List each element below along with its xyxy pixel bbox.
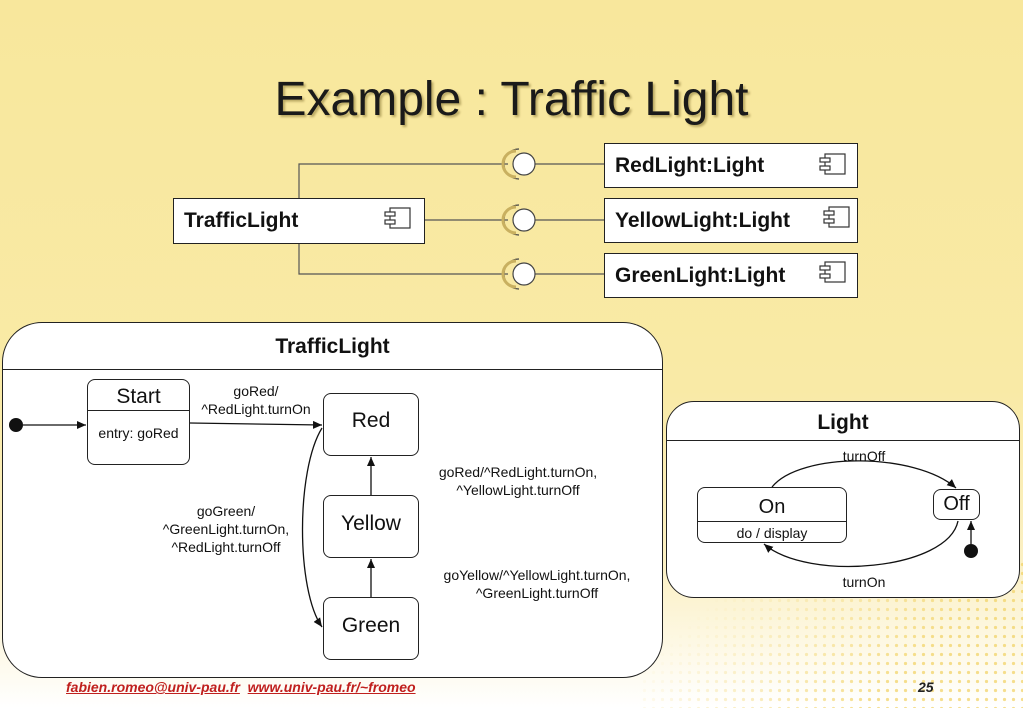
component-icons xyxy=(384,153,850,283)
state-off-name: Off xyxy=(943,493,970,515)
component-icon xyxy=(384,207,411,229)
transition-start-red-label: goRed/ ^RedLight.turnOn xyxy=(190,382,322,418)
transition-red-green-line-1: goGreen/ xyxy=(196,503,256,519)
ball-red-icon xyxy=(512,152,536,176)
state-on-separator xyxy=(698,521,846,522)
transition-red-green-line-3: ^RedLight.turnOff xyxy=(171,539,281,555)
page-number: 25 xyxy=(918,679,934,695)
state-start-name: Start xyxy=(116,385,161,408)
light-initial-state-dot xyxy=(964,544,978,558)
trafficlight-sm-divider xyxy=(3,369,662,370)
component-greenlight-label: GreenLight:Light xyxy=(615,263,786,287)
component-icon xyxy=(819,153,846,175)
transition-green-yellow-label: goYellow/^YellowLight.turnOn, ^GreenLigh… xyxy=(424,566,650,602)
ball-green-icon xyxy=(512,262,536,286)
component-redlight-label: RedLight:Light xyxy=(615,153,765,177)
transition-red-green-label: goGreen/ ^GreenLight.turnOn, ^RedLight.t… xyxy=(148,502,304,556)
state-on-activity: do / display xyxy=(736,525,808,541)
transition-yellow-red-line-1: goRed/^RedLight.turnOn, xyxy=(438,464,598,480)
state-green: Green xyxy=(323,597,419,660)
provided-interface-balls xyxy=(512,152,536,286)
transition-red-green-line-2: ^GreenLight.turnOn, xyxy=(162,521,290,537)
initial-state-dot xyxy=(9,418,23,432)
state-off: Off xyxy=(933,489,980,520)
state-yellow-name: Yellow xyxy=(341,512,401,535)
component-greenlight: GreenLight:Light xyxy=(604,253,858,298)
footer-website-link[interactable]: www.univ-pau.fr/~fromeo xyxy=(247,679,416,695)
start-to-red-arrow xyxy=(189,420,323,429)
transition-green-yellow-line-2: ^GreenLight.turnOff xyxy=(475,585,599,601)
state-on: On do / display xyxy=(697,487,847,543)
transition-start-red-line-1: goRed/ xyxy=(233,383,279,399)
component-icon xyxy=(819,261,846,283)
component-icon xyxy=(823,206,850,228)
light-transitions xyxy=(763,460,978,567)
red-to-green-arrow xyxy=(301,427,323,628)
trafficlight-sm-title: TrafficLight xyxy=(275,335,390,358)
state-start: Start entry: goRed xyxy=(87,379,190,465)
state-green-name: Green xyxy=(341,614,401,637)
component-redlight: RedLight:Light xyxy=(604,143,858,188)
slide-title: Example : Traffic Light xyxy=(274,73,749,126)
on-to-off-arrow xyxy=(771,460,957,489)
transition-start-red-line-2: ^RedLight.turnOn xyxy=(201,401,311,417)
ball-yellow-icon xyxy=(512,208,536,232)
state-start-activity: entry: goRed xyxy=(98,425,179,441)
trafficlight-transitions xyxy=(9,418,375,628)
component-yellowlight: YellowLight:Light xyxy=(604,198,858,243)
transition-green-yellow-line-1: goYellow/^YellowLight.turnOn, xyxy=(443,567,631,583)
required-interface-sockets xyxy=(501,148,520,290)
footer-links: fabien.romeo@univ-pau.fr www.univ-pau.fr… xyxy=(66,679,416,695)
state-red: Red xyxy=(323,393,419,456)
state-on-name: On xyxy=(758,496,786,518)
component-trafficlight: TrafficLight xyxy=(173,198,425,244)
transition-off-on-label: turnOn xyxy=(842,574,886,590)
light-sm-divider xyxy=(667,440,1019,441)
transition-yellow-red-line-2: ^YellowLight.turnOff xyxy=(456,482,580,498)
component-wiring xyxy=(298,163,604,275)
transition-yellow-red-label: goRed/^RedLight.turnOn, ^YellowLight.tur… xyxy=(420,463,616,499)
component-yellowlight-label: YellowLight:Light xyxy=(615,208,790,232)
state-red-name: Red xyxy=(351,409,391,432)
transition-on-off-label: turnOff xyxy=(842,448,886,464)
footer-email-link[interactable]: fabien.romeo@univ-pau.fr xyxy=(66,679,240,695)
state-yellow: Yellow xyxy=(323,495,419,558)
state-start-separator xyxy=(88,410,189,411)
component-trafficlight-label: TrafficLight xyxy=(184,209,299,232)
off-to-on-arrow xyxy=(763,520,959,567)
light-sm-title: Light xyxy=(817,411,869,434)
